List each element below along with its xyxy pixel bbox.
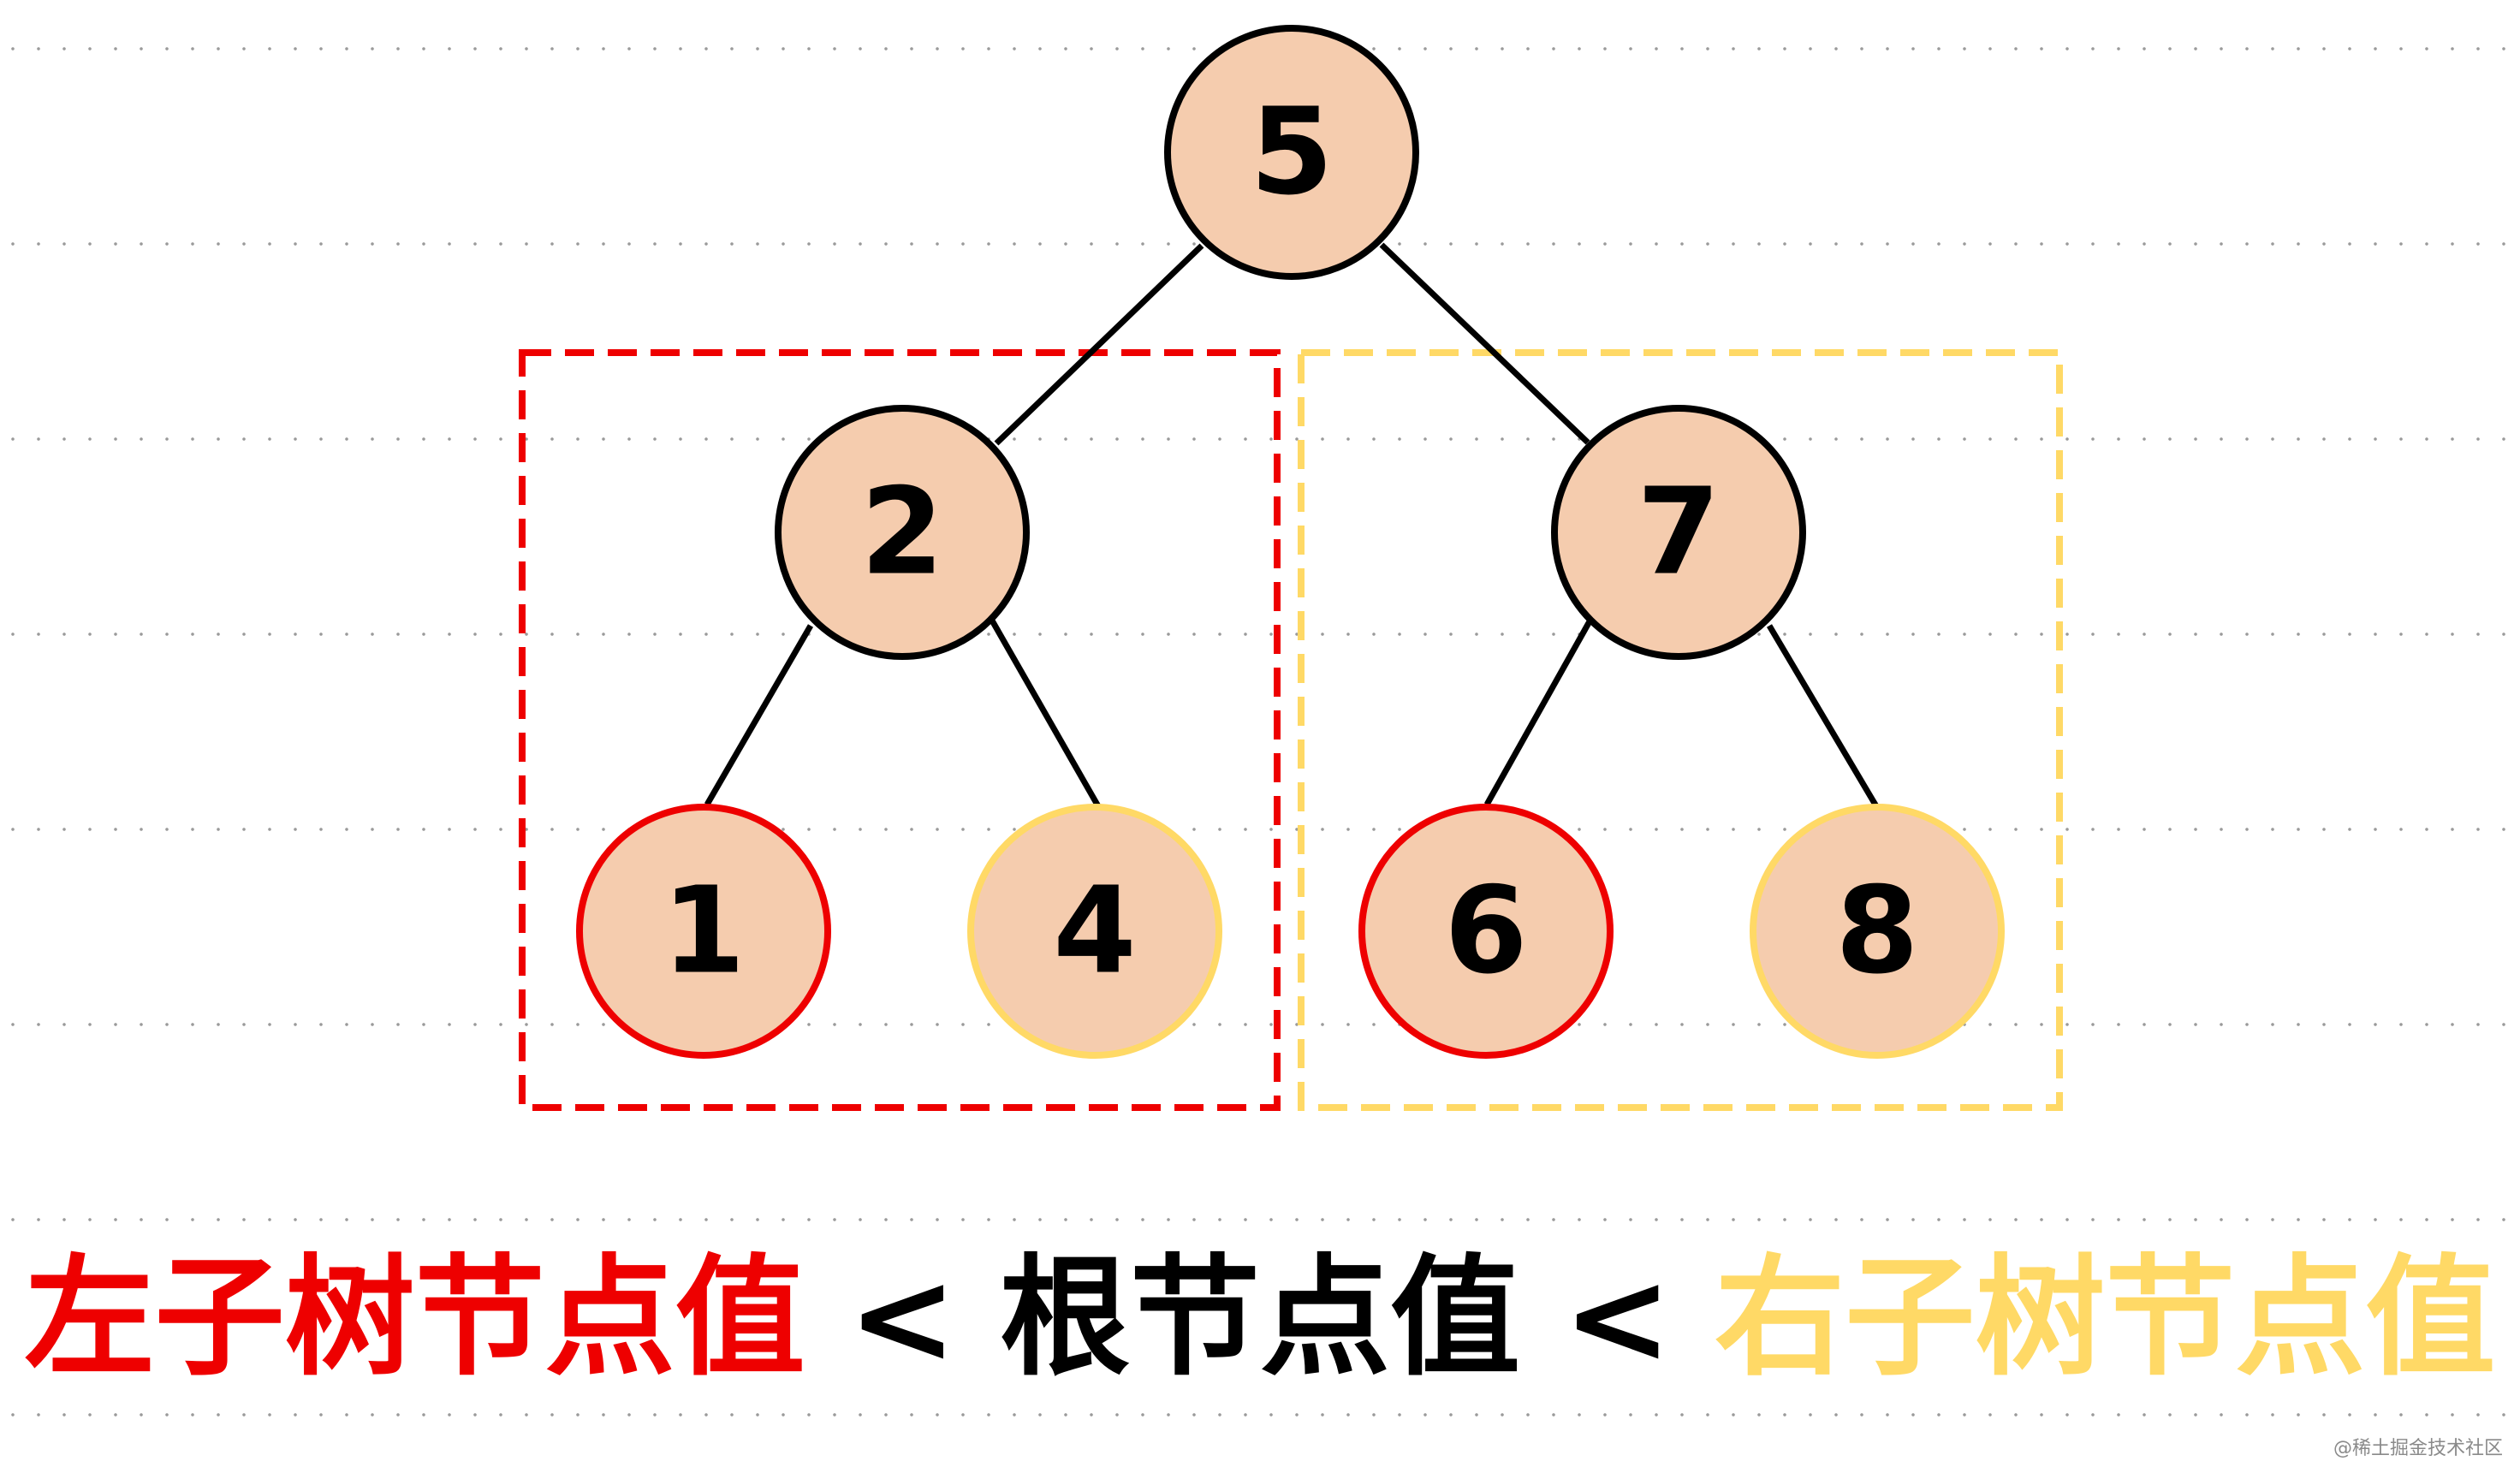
bst-property-caption: 左子树节点值 < 根节点值 < 右子树节点值 [0,1232,2520,1404]
node-root: 5 [1164,25,1419,280]
node-left-right-value: 4 [1053,862,1136,1001]
node-right-right: 8 [1750,804,2005,1059]
node-left: 2 [775,405,1030,660]
caption-root: 根节点值 [1000,1242,1520,1393]
node-left-right: 4 [967,804,1222,1059]
watermark: @稀土掘金技术社区 [2333,1438,2503,1459]
node-right-left-value: 6 [1444,862,1527,1001]
node-left-value: 2 [860,463,943,603]
caption-less-than-2: < [1563,1242,1673,1393]
edge-left-leftleft [704,624,814,806]
node-right-left: 6 [1358,804,1614,1059]
right-subtree-box [1298,349,2063,1111]
caption-less-than-1: < [847,1242,957,1393]
caption-left-subtree: 左子树节点值 [24,1242,805,1393]
edge-right-rightleft [1483,620,1593,806]
caption-right-subtree: 右子树节点值 [1715,1242,2496,1393]
node-left-left-value: 1 [662,862,745,1001]
node-right-value: 7 [1637,463,1720,603]
edge-root-left [994,243,1204,446]
node-root-value: 5 [1250,83,1333,223]
node-right: 7 [1551,405,1806,660]
left-subtree-box [519,349,1281,1111]
node-left-left: 1 [576,804,831,1059]
edge-left-leftright [989,619,1102,808]
edge-root-right [1379,242,1590,445]
edge-right-rightright [1766,624,1880,808]
node-right-right-value: 8 [1835,862,1918,1001]
